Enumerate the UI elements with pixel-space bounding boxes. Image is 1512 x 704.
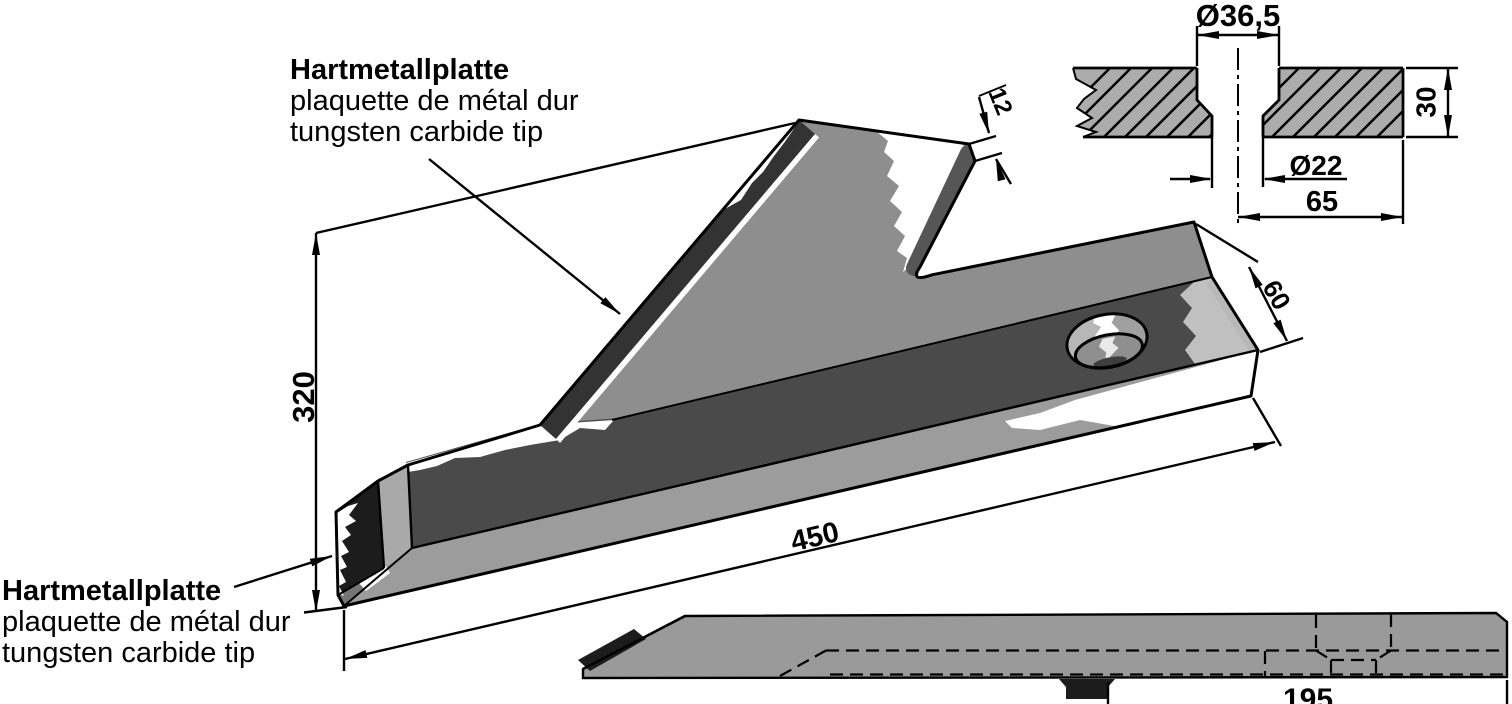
- arrowhead-6: [1273, 319, 1287, 341]
- drawing-line-17: [1376, 68, 1403, 137]
- arrowhead-2: [312, 590, 320, 612]
- blade-outline: [334, 118, 1260, 608]
- dim-30-arrow-top: [1444, 68, 1452, 90]
- crease-bar-bevel: [411, 348, 1259, 550]
- dim-195-label: 195: [1283, 683, 1333, 704]
- top-callout-leader: [428, 158, 621, 315]
- drawing-line-50: [303, 605, 348, 614]
- section-outline: [1072, 66, 1405, 139]
- dim-22-arrow-right: [1263, 175, 1285, 183]
- side-view-body: [581, 611, 1509, 680]
- dim-450-label: 450: [788, 516, 842, 558]
- end-dark-band-glint: [1180, 277, 1258, 364]
- hole-bottom-dark: [1093, 356, 1127, 368]
- bottom-callout-line3: tungsten carbide tip: [2, 637, 255, 669]
- drawing-line-16: [1355, 68, 1403, 137]
- dim-countersink-label: Ø36,5: [1196, 0, 1280, 33]
- drawing-line-55: [1259, 336, 1304, 354]
- bevel-end-glint: [1005, 350, 1258, 430]
- arrowhead-4: [1252, 442, 1275, 451]
- cross-section-view: Ø36,5 30 Ø22 65: [1072, 0, 1458, 224]
- edge-bevel-left: [343, 547, 413, 607]
- leading-edge-strip-group: [540, 120, 819, 443]
- side-view-bottom-plate: [1059, 679, 1115, 699]
- drawing-line-60: [994, 158, 1013, 185]
- dim-12: 12: [968, 84, 1018, 185]
- dim-12-label: 12: [983, 84, 1018, 119]
- edge-endband-right: [406, 464, 414, 549]
- top-callout-line1: Hartmetallplatte: [290, 54, 509, 86]
- dim-65-arrow-right: [1381, 213, 1403, 221]
- arrowhead-1: [312, 233, 320, 255]
- leading-edge-strip: [540, 120, 815, 439]
- dim-320-label: 320: [286, 371, 321, 423]
- dim-60-label: 60: [1257, 275, 1297, 315]
- drawing-line-61: [978, 84, 1007, 97]
- crease-wing-bar: [611, 276, 1213, 421]
- notch-glint: [876, 131, 966, 272]
- drawing-line-41: [1375, 649, 1392, 661]
- top-callout-arrow: [600, 297, 620, 314]
- top-callout-line3: tungsten carbide tip: [290, 116, 543, 148]
- dim-195-extensions: [1106, 680, 1509, 704]
- side-view-hidden-lines: [779, 614, 1507, 677]
- dim-65-label: 65: [1306, 186, 1338, 218]
- drawing-line-57: [968, 134, 997, 146]
- bottom-callout-line1: Hartmetallplatte: [2, 575, 221, 607]
- hole-profile-left: [1195, 68, 1214, 137]
- drawing-line-5: [1124, 68, 1195, 137]
- arrowhead-5: [1249, 267, 1263, 289]
- side-view-carbide-strip: [578, 629, 646, 671]
- dim-countersink-arrow-left: [1197, 31, 1219, 39]
- front-plate-glint: [337, 503, 358, 596]
- bar-top-face: [406, 277, 1258, 548]
- bar-front-bevel: [344, 350, 1258, 606]
- drawing-line-13: [1292, 68, 1363, 137]
- arrowhead-3: [345, 650, 368, 659]
- dim-22-arrow-left: [1190, 175, 1212, 183]
- top-callout: Hartmetallplatte plaquette de métal dur …: [290, 54, 621, 315]
- drawing-line-52: [1251, 397, 1283, 447]
- dim-22-label: Ø22: [1290, 150, 1343, 181]
- edge-endband-left: [376, 480, 386, 569]
- front-end-face: [378, 465, 412, 568]
- top-callout-line2: plaquette de métal dur: [290, 85, 579, 117]
- leading-strip-glint: [556, 134, 819, 443]
- drawing-line-49: [315, 121, 796, 235]
- dim-countersink-arrow-right: [1257, 31, 1279, 39]
- drawing-line-58: [974, 151, 1003, 163]
- drawing-line-14: [1313, 68, 1384, 137]
- main-isometric-view: [334, 118, 1260, 608]
- dim-30-arrow-bottom: [1444, 115, 1452, 137]
- bottom-callout-line2: plaquette de métal dur: [2, 606, 291, 638]
- bottom-callout: Hartmetallplatte plaquette de métal dur …: [2, 554, 333, 669]
- notch-edge-strip: [906, 145, 976, 276]
- arrowhead-8: [996, 159, 1006, 182]
- dim-30-label: 30: [1410, 86, 1441, 117]
- bottom-callout-arrow: [309, 556, 332, 567]
- hole-profile-right: [1261, 68, 1281, 137]
- dim-65-arrow-left: [1238, 213, 1260, 221]
- side-view-left-edge: [582, 614, 686, 671]
- side-view: 195: [578, 611, 1509, 704]
- drawing-line-4: [1103, 68, 1174, 137]
- hole-outer-outline: [1065, 312, 1149, 370]
- hole-streak-inner: [1098, 336, 1119, 362]
- right-end-face: [1206, 278, 1258, 353]
- dim-65: [1238, 140, 1405, 224]
- edge-wedge-top: [337, 567, 385, 596]
- hole-3d: [1065, 312, 1149, 370]
- drawing-line-3: [1082, 68, 1153, 137]
- drawing-line-36: [779, 649, 827, 677]
- drawing-line-12: [1271, 68, 1342, 137]
- dim-320: 320: [286, 121, 796, 614]
- drawing-line-15: [1334, 68, 1403, 137]
- front-bottom-wedge-glint: [358, 566, 390, 591]
- arrowhead-7: [979, 111, 989, 134]
- drawing-line-53: [344, 440, 1276, 661]
- drawing-line-54: [1195, 222, 1259, 264]
- drawing-line-40: [1315, 649, 1332, 661]
- drawing-polyline-1: [1072, 67, 1100, 138]
